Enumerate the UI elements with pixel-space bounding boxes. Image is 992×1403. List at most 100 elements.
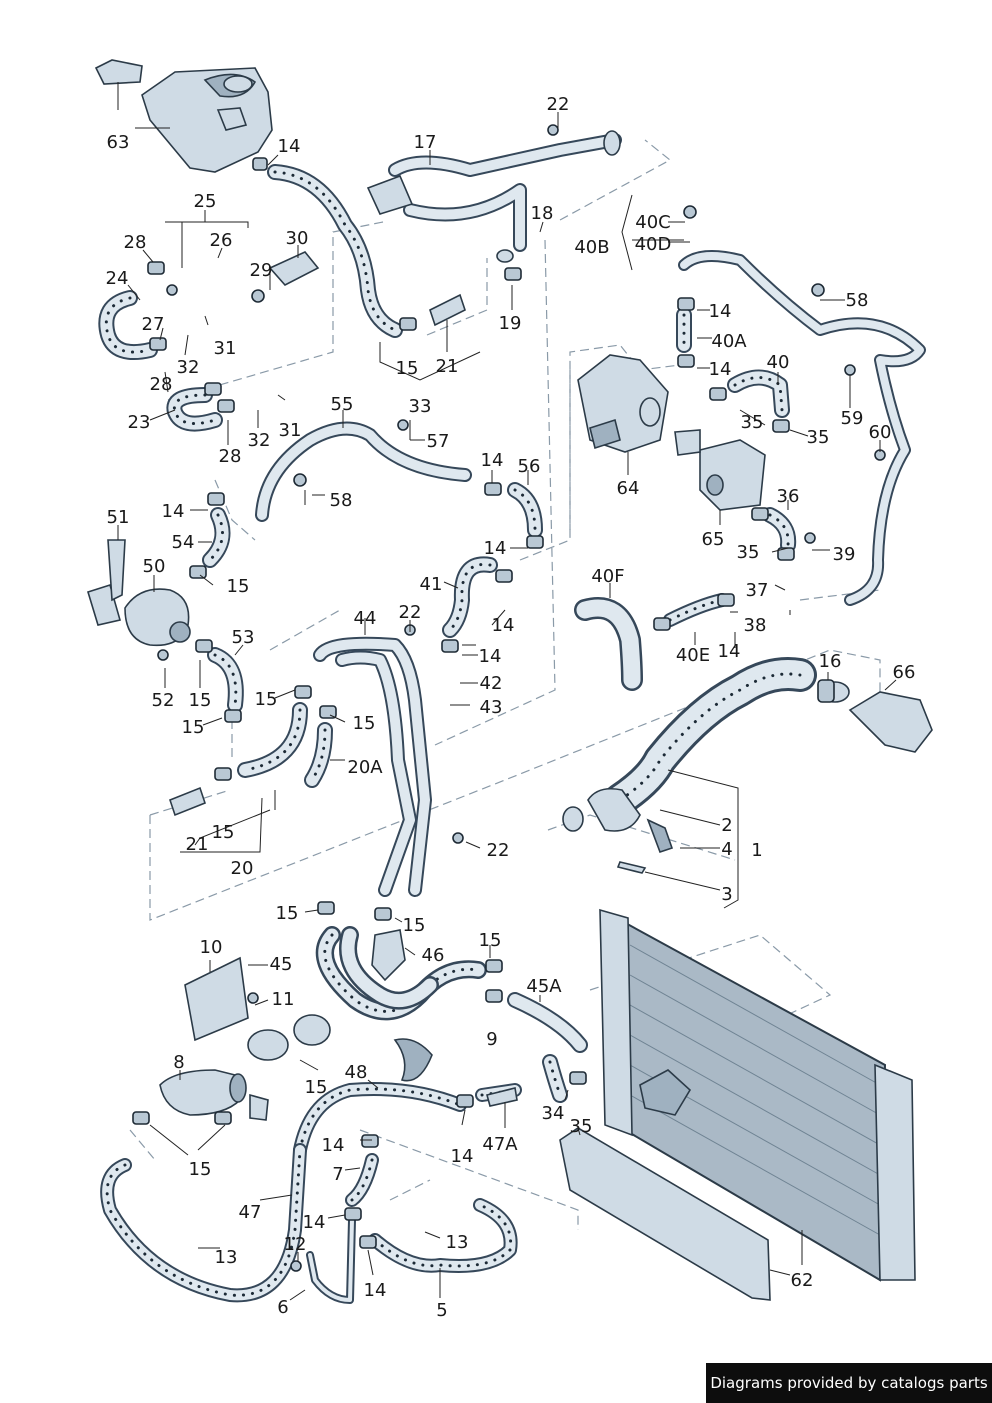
callout-35: 35 [737, 542, 760, 563]
callout-40E: 40E [676, 645, 710, 666]
callout-14: 14 [303, 1212, 326, 1233]
coolant-hoses [98, 164, 926, 1304]
callout-15: 9 [486, 1029, 497, 1050]
callout-14: 14 [162, 501, 185, 522]
callout-13: 13 [446, 1232, 469, 1253]
callout-47A: 47A [482, 1134, 518, 1155]
callout-40: 40 [767, 352, 790, 373]
callout-17: 17 [414, 132, 437, 153]
callout-14: 14 [709, 359, 732, 380]
footer-credit: Diagrams provided by catalogs parts [706, 1363, 992, 1403]
callout-20: 20 [231, 858, 254, 879]
callout-24: 24 [106, 268, 129, 289]
callout-32: 32 [177, 357, 200, 378]
callout-55: 55 [331, 394, 354, 415]
callout-33: 33 [409, 396, 432, 417]
callout-1: 1 [751, 840, 762, 861]
callout-2: 2 [721, 815, 732, 836]
callout-40C: 40C [635, 212, 670, 233]
callout-40B: 40B [574, 237, 609, 258]
callout-14: 14 [451, 1146, 474, 1167]
callout-54: 54 [172, 532, 195, 553]
callout-31: 31 [214, 338, 237, 359]
callout-66: 66 [893, 662, 916, 683]
components [87, 124, 933, 1272]
callout-59: 59 [841, 408, 864, 429]
leader-lines [117, 82, 897, 1301]
callout-14: 14 [709, 301, 732, 322]
callout-45A: 45A [526, 976, 562, 997]
callout-22: 22 [487, 840, 510, 861]
callout-52: 52 [152, 690, 175, 711]
callout-5: 5 [436, 1300, 447, 1321]
callout-10: 10 [200, 937, 223, 958]
callout-21: 21 [186, 834, 209, 855]
callout-27: 27 [142, 314, 165, 335]
callout-64: 64 [617, 478, 640, 499]
callout-47: 47 [239, 1202, 262, 1223]
callout-15: 15 [403, 915, 426, 936]
callout-13: 13 [215, 1247, 238, 1268]
callout-16: 16 [819, 651, 842, 672]
callout-40A: 40A [711, 331, 747, 352]
callout-15: 15 [396, 358, 419, 379]
callout-41: 41 [420, 574, 443, 595]
callout-57: 57 [427, 431, 450, 452]
callout-37: 37 [746, 580, 769, 601]
callout-56: 56 [518, 456, 541, 477]
callout-15: 15 [255, 689, 278, 710]
callout-46: 46 [422, 945, 445, 966]
callout-14: 14 [718, 641, 741, 662]
callout-25: 25 [194, 191, 217, 212]
callout-21: 21 [436, 356, 459, 377]
callout-3: 3 [721, 884, 732, 905]
callout-14: 14 [492, 615, 515, 636]
callout-19: 19 [499, 313, 522, 334]
callout-12: 12 [284, 1234, 307, 1255]
callout-7: 7 [332, 1164, 343, 1185]
callout-44: 44 [354, 608, 377, 629]
callout-48: 48 [345, 1062, 368, 1083]
callout-14: 14 [322, 1135, 345, 1156]
callout-14: 14 [481, 450, 504, 471]
callout-15: 15 [276, 903, 299, 924]
callout-62: 62 [791, 1270, 814, 1291]
callout-65: 65 [702, 529, 725, 550]
callout-40F: 40F [591, 566, 624, 587]
callout-9: 15 [305, 1077, 328, 1098]
callout-14: 14 [479, 646, 502, 667]
expansion-tank-63 [94, 59, 273, 173]
callout-30: 30 [286, 228, 309, 249]
callout-58: 58 [846, 290, 869, 311]
callout-14: 14 [484, 538, 507, 559]
callout-8: 8 [173, 1052, 184, 1073]
callout-40D: 40D [635, 234, 672, 255]
callout-29: 29 [250, 260, 273, 281]
callout-45: 45 [270, 954, 293, 975]
radiator-62 [559, 908, 916, 1301]
callout-35: 35 [807, 427, 830, 448]
callout-labels: 63 14 17 22 18 25 28 26 30 29 24 27 31 3… [106, 94, 916, 1321]
callout-15: 15 [227, 576, 250, 597]
callout-38: 38 [744, 615, 767, 636]
callout-58: 58 [330, 490, 353, 511]
callout-31: 31 [279, 420, 302, 441]
callout-28: 28 [150, 374, 173, 395]
callout-6: 6 [277, 1297, 288, 1318]
footer-credit-text: Diagrams provided by catalogs parts [710, 1374, 988, 1392]
callout-53: 53 [232, 627, 255, 648]
callout-28: 28 [219, 446, 242, 467]
callout-22: 22 [547, 94, 570, 115]
callout-22: 22 [399, 602, 422, 623]
callout-51: 51 [107, 507, 130, 528]
coolant-pipe-17 [366, 130, 622, 263]
callout-23: 23 [128, 412, 151, 433]
assembly-guide-lines [129, 139, 881, 1230]
callout-35: 35 [741, 412, 764, 433]
callout-18: 18 [531, 203, 554, 224]
callout-14: 14 [364, 1280, 387, 1301]
callout-60: 60 [869, 422, 892, 443]
callout-42: 42 [480, 673, 503, 694]
callout-14: 14 [278, 136, 301, 157]
